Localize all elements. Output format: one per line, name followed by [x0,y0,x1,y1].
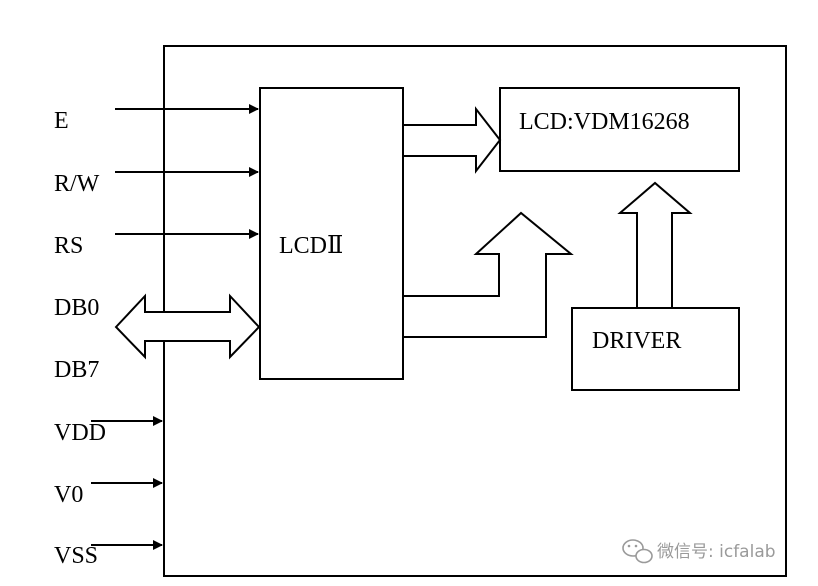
watermark-text: 微信号: icfalab [657,542,776,562]
signal-label-db7: DB7 [54,357,99,383]
controller-label: LCDⅡ [279,233,343,259]
controller-uplink-arrow [403,211,574,338]
controller-to-lcd-arrow [402,106,502,174]
data-bus-arrow [114,293,261,360]
signal-label-e: E [54,108,69,134]
lcd-panel-block [499,87,740,172]
signal-label-db0: DB0 [54,295,99,321]
signal-label-vdd: VDD [54,420,106,446]
wechat-icon [622,539,653,564]
controller-block [259,87,404,380]
lcd-panel-label: LCD:VDM16268 [519,109,690,135]
signal-label-rs: RS [54,233,83,259]
driver-to-lcd-arrow [617,181,693,309]
driver-label: DRIVER [592,328,681,354]
driver-block [571,307,740,391]
signal-label-v0: V0 [54,482,83,508]
signal-label-rw: R/W [54,171,100,197]
signal-label-vss: VSS [54,543,98,569]
